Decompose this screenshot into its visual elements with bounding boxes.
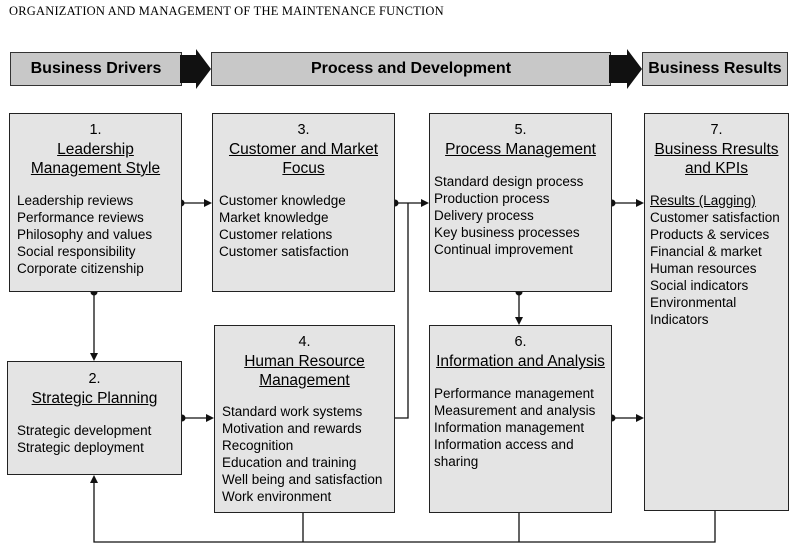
list-item: Standard design process [434,174,584,189]
list-item: Environmental [650,295,737,310]
box-title-line: Strategic Planning [31,390,158,407]
list-item: Delivery process [434,208,534,223]
list-item: Performance management [434,386,594,401]
box-human-resource: 4. Human Resource Management Standard wo… [214,325,395,513]
header-label: Process and Development [310,60,512,77]
list-item: Social responsibility [17,244,136,259]
list-item: Performance reviews [17,210,144,225]
list-item: Information management [434,420,585,435]
header-arrow-icon [609,49,642,89]
box-title-line: and KPIs [685,160,748,177]
box-title-line: Process Management [445,141,596,158]
box-item-list: Leadership reviews Performance reviews P… [17,192,181,277]
list-item: Philosophy and values [17,227,153,242]
list-item: Strategic deployment [17,440,144,455]
list-item: Education and training [222,455,357,470]
header-label: Business Drivers [30,60,162,77]
box-title-line: Leadership [57,141,134,158]
list-item: Social indicators [650,278,749,293]
box-title-line: Human Resource [244,353,365,370]
box-title-line: Management Style [30,160,161,177]
box-number: 5. [514,122,527,138]
box-title: Customer and Market Focus [213,140,394,178]
box-number: 6. [514,334,527,350]
header-arrow-icon [180,49,211,89]
list-item: Products & services [650,227,770,242]
box-item-list: Customer knowledge Market knowledge Cust… [219,192,394,260]
list-item: Human resources [650,261,757,276]
box-title-line: Focus [282,160,325,177]
header-label: Business Results [648,60,782,77]
box-customer-market: 3. Customer and Market Focus Customer kn… [212,113,395,292]
box-information-analysis: 6. Information and Analysis Performance … [429,325,612,513]
box-title: Strategic Planning [8,389,181,408]
box-strategic-planning: 2. Strategic Planning Strategic developm… [7,361,182,475]
list-item: Standard work systems [222,404,363,419]
list-item: Customer relations [219,227,333,242]
list-item: Work environment [222,489,332,504]
box-number: 4. [298,334,311,350]
box-process-management: 5. Process Management Standard design pr… [429,113,612,292]
box-item-list: Strategic development Strategic deployme… [17,422,181,456]
list-item: Customer knowledge [219,193,346,208]
list-item: Key business processes [434,225,580,240]
diagram-title: ORGANIZATION AND MANAGEMENT OF THE MAINT… [9,4,444,18]
box-item-list: Performance management Measurement and a… [434,385,611,470]
list-item: Recognition [222,438,294,453]
box-number: 1. [89,122,102,138]
list-item: Market knowledge [219,210,329,225]
box-title: Information and Analysis [430,352,611,371]
list-item: Leadership reviews [17,193,134,208]
header-business-results: Business Results [642,52,788,86]
box-business-results: 7. Business Rresults and KPIs Results (L… [644,113,789,511]
list-item: Indicators [650,312,709,327]
list-item: Continual improvement [434,242,573,257]
list-item: Well being and satisfaction [222,472,383,487]
list-item: Measurement and analysis [434,403,596,418]
box-number: 7. [710,122,723,138]
box-title: Process Management [430,140,611,159]
list-item: Financial & market [650,244,762,259]
box-title: Human Resource Management [215,352,394,390]
list-item: Strategic development [17,423,152,438]
list-item: sharing [434,454,479,469]
box-item-list: Standard design process Production proce… [434,173,611,258]
list-item: Customer satisfaction [650,210,780,225]
list-item: Results (Lagging) [650,193,756,208]
box-title: Business Rresults and KPIs [645,140,788,178]
box-title-line: Management [259,372,350,389]
box-item-list: Results (Lagging) Customer satisfaction … [650,192,788,328]
box-title: Leadership Management Style [10,140,181,178]
list-item: Motivation and rewards [222,421,362,436]
box-title-line: Information and Analysis [436,353,605,370]
box-title-line: Customer and Market [228,141,379,158]
box-leadership: 1. Leadership Management Style Leadershi… [9,113,182,292]
box-item-list: Standard work systems Motivation and rew… [222,403,394,505]
box-title-line: Business Rresults [654,141,779,158]
box-number: 2. [88,371,101,387]
box-number: 3. [297,122,310,138]
list-item: Customer satisfaction [219,244,349,259]
list-item: Corporate citizenship [17,261,144,276]
list-item: Information access and [434,437,574,452]
list-item: Production process [434,191,550,206]
